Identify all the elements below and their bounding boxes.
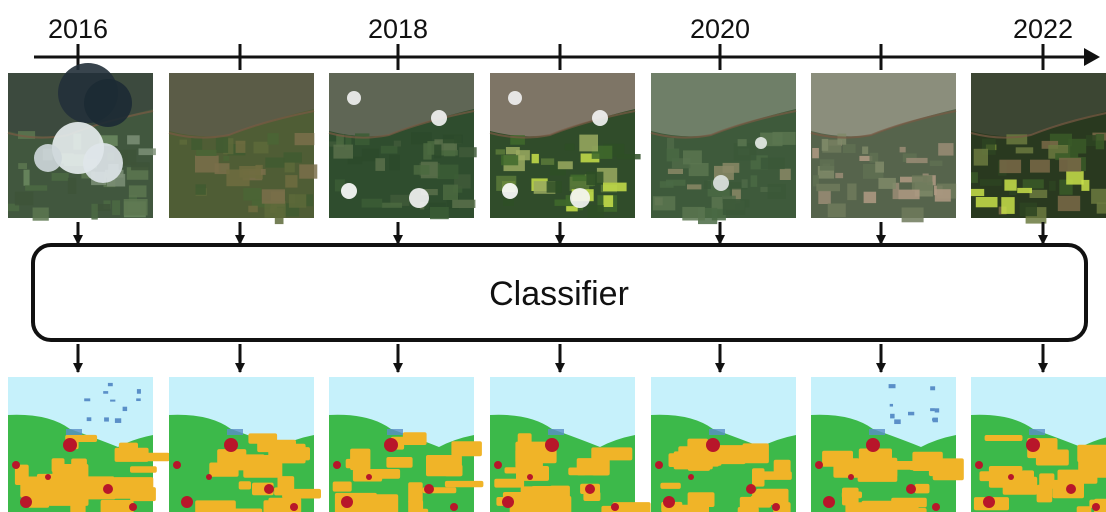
classifier-box: Classifier — [31, 243, 1088, 342]
satellite-image-7 — [970, 73, 1106, 224]
year-label: 2022 — [1013, 14, 1073, 44]
classification-map-3 — [329, 377, 484, 512]
satellite-image-4 — [489, 73, 641, 218]
timeline-arrowhead — [1084, 48, 1100, 66]
year-labels: 2016 2018 2020 2022 — [48, 14, 1073, 44]
timeline: 2016 2018 2020 2022 — [34, 14, 1100, 70]
classification-map-2 — [169, 377, 321, 512]
year-label: 2018 — [368, 14, 428, 44]
classification-map-5 — [651, 377, 796, 512]
satellite-image-2 — [168, 73, 318, 225]
classification-maps — [8, 377, 1106, 512]
output-arrows — [73, 344, 1048, 373]
classification-map-4 — [490, 377, 651, 512]
satellite-image-3 — [328, 73, 477, 220]
year-label: 2016 — [48, 14, 108, 44]
classification-map-7 — [971, 377, 1106, 512]
satellite-image-6 — [810, 73, 957, 223]
classifier-label: Classifier — [489, 275, 629, 313]
input-arrows — [73, 222, 1048, 245]
classification-map-6 — [811, 377, 964, 512]
timeline-ticks — [76, 44, 1045, 70]
satellite-image-5 — [650, 73, 797, 225]
satellite-images — [7, 63, 1106, 225]
satellite-image-1 — [7, 63, 156, 221]
year-label: 2020 — [690, 14, 750, 44]
classification-map-1 — [8, 377, 170, 512]
